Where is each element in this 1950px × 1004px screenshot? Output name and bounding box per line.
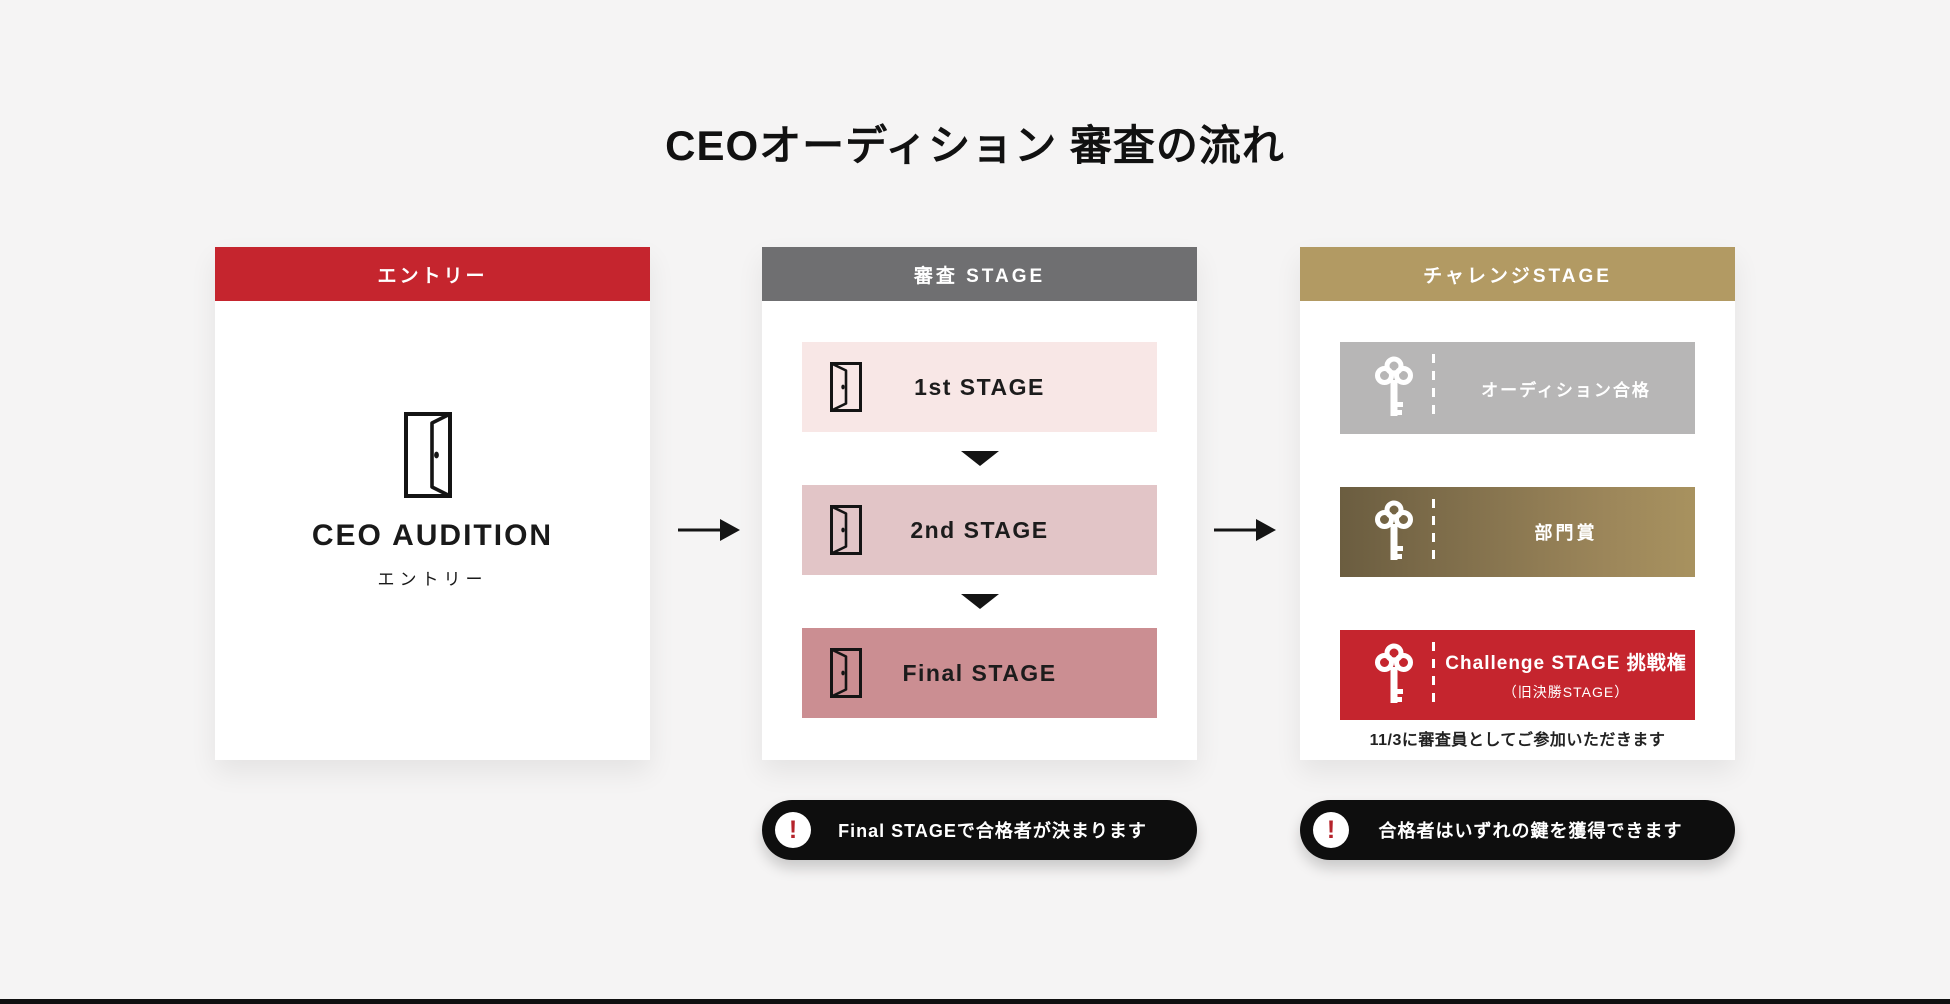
challenge-panel: チャレンジSTAGE オーディション合格 (1300, 247, 1735, 760)
challenge-callout: ! 合格者はいずれの鍵を獲得できます (1300, 800, 1735, 860)
challenge-note: 11/3に審査員としてご参加いただきます (1369, 732, 1666, 749)
door-icon (830, 648, 864, 698)
logo-subtitle: エントリー (377, 570, 488, 589)
dashed-divider (1432, 354, 1435, 422)
screening-callout: ! Final STAGEで合格者が決まります (762, 800, 1197, 860)
screening-panel-header: 審査 STAGE (762, 247, 1197, 301)
down-triangle-icon (960, 594, 999, 609)
prize-label: Challenge STAGE 挑戦権 (1445, 653, 1687, 674)
prize-label: 部門賞 (1534, 523, 1598, 543)
bottom-divider (0, 999, 1950, 1004)
right-arrow-icon (678, 517, 740, 543)
stage-label: Final STAGE (902, 659, 1057, 686)
key-icon (1374, 356, 1414, 420)
entry-panel-header: エントリー (215, 247, 650, 301)
callout-label: 合格者はいずれの鍵を獲得できます (1378, 821, 1683, 841)
stage-row-2nd: 2nd STAGE (802, 485, 1157, 575)
key-icon (1374, 500, 1414, 564)
prize-row-challenge-stage: Challenge STAGE 挑戦権 （旧決勝STAGE） (1340, 630, 1695, 720)
stage-label: 1st STAGE (914, 373, 1045, 400)
exclamation-icon: ! (1313, 812, 1349, 848)
exclamation-icon: ! (775, 812, 811, 848)
key-icon (1374, 643, 1414, 707)
door-icon (830, 505, 864, 555)
page-title: CEOオーディション 審査の流れ (665, 122, 1285, 169)
entry-panel: エントリー CEO AUDITION エントリー (215, 247, 650, 760)
right-arrow-icon (1214, 517, 1276, 543)
screening-panel: 審査 STAGE 1st STAGE 2nd STAGE (762, 247, 1197, 760)
callout-label: Final STAGEで合格者が決まります (838, 821, 1147, 841)
open-door-icon (403, 412, 462, 503)
stage-row-final: Final STAGE (802, 628, 1157, 718)
door-icon (830, 362, 864, 412)
logo-title: CEO AUDITION (311, 519, 554, 552)
challenge-panel-header: チャレンジSTAGE (1300, 247, 1735, 301)
prize-row-division-award: 部門賞 (1340, 487, 1695, 577)
stage-row-1st: 1st STAGE (802, 342, 1157, 432)
dashed-divider (1432, 642, 1435, 708)
stage-label: 2nd STAGE (910, 516, 1049, 543)
prize-row-audition-pass: オーディション合格 (1340, 342, 1695, 434)
prize-label: オーディション合格 (1481, 380, 1651, 400)
dashed-divider (1432, 499, 1435, 565)
prize-sublabel: （旧決勝STAGE） (1502, 684, 1630, 700)
down-triangle-icon (960, 451, 999, 466)
